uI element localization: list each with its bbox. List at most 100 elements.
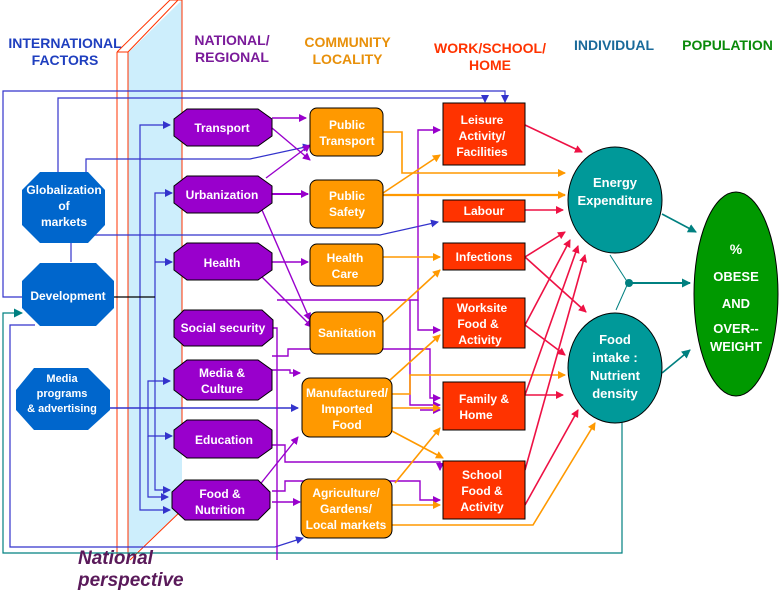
node-label: Health xyxy=(327,251,364,265)
node-label: & advertising xyxy=(27,403,97,415)
node-label: Agriculture/ xyxy=(312,486,380,500)
work-node-labour: Labour xyxy=(442,199,526,223)
label-line: perspective xyxy=(78,570,184,591)
header-individual: INDIVIDUAL xyxy=(564,37,664,54)
node-label: % xyxy=(730,241,743,257)
community-node-manufactured-food: Manufactured/ Imported Food xyxy=(301,377,393,438)
community-node-public-safety: Public Safety xyxy=(309,179,384,229)
national-node-urbanization: Urbanization xyxy=(173,175,273,214)
node-label: Imported xyxy=(321,402,372,416)
community-connectors xyxy=(379,131,596,526)
node-label: Energy xyxy=(593,175,638,190)
feedback-loop xyxy=(2,308,623,554)
header-line: REGIONAL xyxy=(195,49,269,65)
node-label: Activity/ xyxy=(459,129,506,143)
label-line: National xyxy=(78,548,153,569)
node-label: AND xyxy=(722,296,750,311)
node-label: Labour xyxy=(464,204,505,218)
node-label: Nutrition xyxy=(195,503,245,517)
node-label: Food xyxy=(599,332,631,347)
node-label: Social security xyxy=(181,321,266,335)
work-node-infections: Infections xyxy=(442,242,526,271)
node-label: Activity xyxy=(460,500,504,514)
international-node-development: Development xyxy=(22,263,114,326)
header-international-factors: INTERNATIONAL FACTORS xyxy=(0,35,130,69)
community-node-health-care: Health Care xyxy=(309,243,384,287)
work-node-leisure: Leisure Activity/ Facilities xyxy=(442,102,526,166)
node-label: Public xyxy=(329,118,365,132)
header-line: COMMUNITY xyxy=(304,34,391,50)
international-node-globalization: Globalization of markets xyxy=(22,172,105,243)
header-line: LOCALITY xyxy=(312,51,383,67)
node-label: Transport xyxy=(319,134,374,148)
header-line: NATIONAL/ xyxy=(194,32,270,48)
node-label: intake : xyxy=(592,350,638,365)
node-label: Culture xyxy=(201,382,243,396)
header-work-school-home: WORK/SCHOOL/ HOME xyxy=(420,40,560,74)
node-label: Leisure xyxy=(461,113,504,127)
individual-connectors xyxy=(609,213,697,374)
header-population: POPULATION xyxy=(672,37,783,54)
community-node-sanitation: Sanitation xyxy=(309,311,384,355)
individual-node-energy-expenditure: Energy Expenditure xyxy=(567,146,663,254)
national-node-food-nutrition: Food & Nutrition xyxy=(171,479,271,521)
node-label: Health xyxy=(204,256,241,270)
node-label: Family & xyxy=(459,392,509,406)
work-node-worksite-food: Worksite Food & Activity xyxy=(442,297,526,349)
node-label: Media & xyxy=(199,366,245,380)
international-node-media-programs: Media programs & advertising xyxy=(16,368,110,430)
node-label: Food & xyxy=(199,487,241,501)
national-perspective-pane xyxy=(116,0,183,561)
header-community-locality: COMMUNITY LOCALITY xyxy=(295,34,400,68)
national-perspective-label: National perspective xyxy=(78,548,184,592)
header-national-regional: NATIONAL/ REGIONAL xyxy=(182,32,282,66)
header-line: POPULATION xyxy=(682,37,773,53)
node-label: Education xyxy=(195,433,253,447)
header-line: INDIVIDUAL xyxy=(573,37,655,53)
node-label: Expenditure xyxy=(577,193,652,208)
node-label: Worksite xyxy=(457,301,508,315)
node-label: Facilities xyxy=(456,145,508,159)
node-label: Local markets xyxy=(306,518,387,532)
international-connectors xyxy=(2,90,509,548)
header-line: INTERNATIONAL xyxy=(8,35,122,51)
node-label: Transport xyxy=(194,121,249,135)
node-label: Home xyxy=(459,408,493,422)
node-label: OBESE xyxy=(713,269,759,284)
national-node-social-security: Social security xyxy=(173,309,274,347)
node-label: programs xyxy=(37,388,88,400)
node-label: Manufactured/ xyxy=(306,386,389,400)
individual-node-food-intake: Food intake : Nutrient density xyxy=(567,312,663,424)
node-label: density xyxy=(592,386,638,401)
national-node-media-culture: Media & Culture xyxy=(173,359,273,401)
community-node-agriculture: Agriculture/ Gardens/ Local markets xyxy=(300,478,393,539)
header-line: FACTORS xyxy=(31,52,99,68)
junction-dot xyxy=(625,279,633,287)
node-label: Activity xyxy=(458,333,502,347)
node-label: Food xyxy=(332,418,361,432)
national-node-transport: Transport xyxy=(173,108,273,147)
node-label: Development xyxy=(30,289,105,303)
header-line: WORK/SCHOOL/ xyxy=(434,40,546,56)
node-label: of xyxy=(58,199,70,213)
node-label: Urbanization xyxy=(186,188,259,202)
national-node-health: Health xyxy=(173,242,273,281)
population-node-obese-overweight: % OBESE AND OVER-- WEIGHT xyxy=(693,191,779,397)
work-node-family-home: Family & Home xyxy=(442,381,526,431)
node-label: Infections xyxy=(456,250,513,264)
node-label: WEIGHT xyxy=(710,339,762,354)
node-label: School xyxy=(462,468,502,482)
node-label: Food & xyxy=(457,317,499,331)
node-label: Media xyxy=(46,373,78,385)
work-connectors xyxy=(524,124,587,506)
work-node-school-food: School Food & Activity xyxy=(442,460,526,520)
node-label: Globalization xyxy=(26,183,101,197)
node-label: Public xyxy=(329,189,365,203)
header-line: HOME xyxy=(469,57,511,73)
node-label: Safety xyxy=(329,205,365,219)
node-label: Gardens/ xyxy=(320,502,373,516)
community-node-public-transport: Public Transport xyxy=(309,107,384,157)
node-label: Nutrient xyxy=(590,368,641,383)
node-label: Care xyxy=(332,267,359,281)
